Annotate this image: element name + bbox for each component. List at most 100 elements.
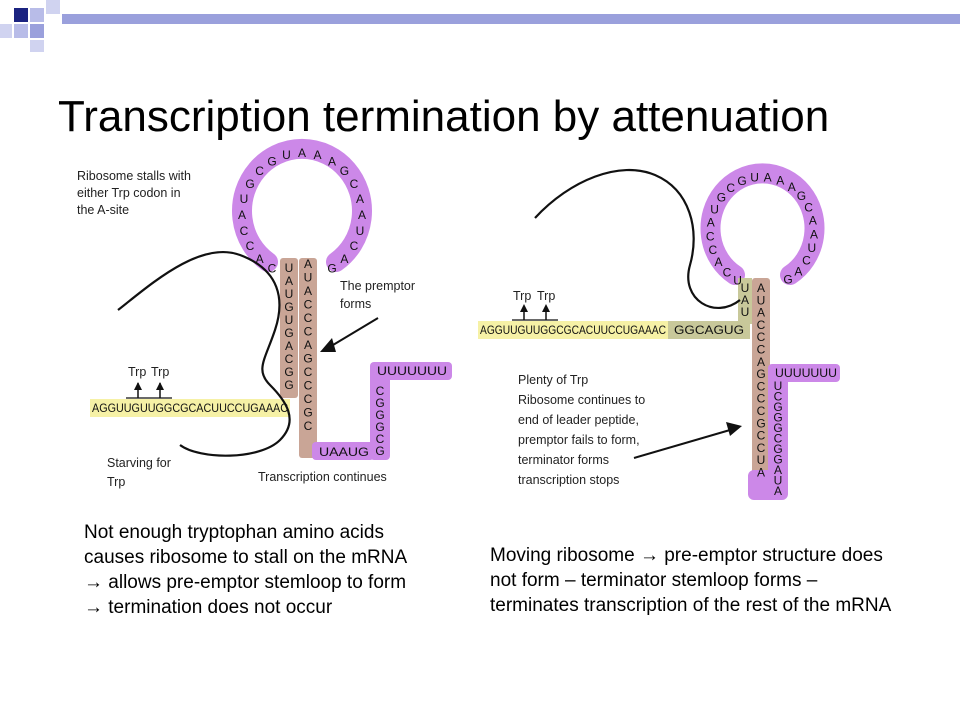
nucleotide: C <box>304 311 313 325</box>
nucleotide: A <box>794 264 802 278</box>
terminator-arrow <box>633 429 731 459</box>
nucleotide: A <box>707 216 715 230</box>
nucleotide: C <box>304 392 313 406</box>
nucleotide: A <box>304 338 312 352</box>
nucleotide: U <box>285 313 294 327</box>
right-leader-bar <box>478 321 670 339</box>
svg-text:Trp: Trp <box>513 289 531 303</box>
nucleotide: G <box>773 421 782 435</box>
left-polyu-seq: UUUUUUU <box>377 364 447 378</box>
nucleotide: U <box>240 192 249 206</box>
nucleotide: G <box>783 273 792 287</box>
nucleotide: A <box>809 214 817 228</box>
nucleotide: A <box>358 208 366 222</box>
nucleotide: C <box>757 429 766 443</box>
left-polyu-bar <box>370 362 452 380</box>
nucleotide: G <box>773 411 782 425</box>
nucleotide: C <box>350 239 359 253</box>
nucleotide: G <box>340 164 349 178</box>
label-starving: Starving for Trp <box>107 456 174 489</box>
nucleotide: C <box>376 432 385 446</box>
nucleotide: C <box>802 254 811 268</box>
nucleotide: C <box>757 441 766 455</box>
right-leader-seq: AGGUUGUUGGCGCACUUCCUGAAAC <box>480 323 666 337</box>
label-premptor: The premptor forms <box>340 279 419 311</box>
nucleotide: C <box>726 181 735 195</box>
nucleotide: G <box>773 442 782 456</box>
nucleotide: G <box>737 174 746 188</box>
svg-text:Trp: Trp <box>537 289 555 303</box>
nucleotide: C <box>757 379 766 393</box>
nucleotide: G <box>717 191 726 205</box>
right-diagram: AGGUUGUUGGCGCACUUCCUGAAAC GGCAGUG UUUUUU… <box>478 163 840 500</box>
nucleotide: C <box>774 390 783 404</box>
right-stem <box>752 278 770 488</box>
nucleotide: U <box>774 379 783 393</box>
nucleotide: A <box>757 281 765 295</box>
nucleotide: C <box>757 330 766 344</box>
nucleotide: C <box>774 432 783 446</box>
nucleotide: A <box>774 463 782 477</box>
right-polyu-seq: UUUUUUU <box>775 366 837 380</box>
right-stem-top <box>738 278 752 324</box>
nucleotide: G <box>375 444 384 458</box>
right-trp-markers: Trp Trp <box>512 289 558 321</box>
nucleotide: C <box>240 224 249 238</box>
header-decoration <box>0 0 960 60</box>
nucleotide: U <box>356 224 365 238</box>
nucleotide: A <box>256 252 264 266</box>
svg-text:Trp: Trp <box>151 365 169 379</box>
nucleotide: C <box>723 266 732 280</box>
nucleotide: G <box>375 420 384 434</box>
right-stem-top-seq: UAU <box>741 281 750 319</box>
nucleotide: U <box>741 281 750 295</box>
nucleotide: U <box>757 293 766 307</box>
nucleotide: A <box>764 170 772 184</box>
nucleotide: A <box>788 180 796 194</box>
nucleotide: U <box>304 271 313 285</box>
nucleotide: G <box>284 300 293 314</box>
nucleotide: A <box>757 466 765 480</box>
nucleotide: U <box>807 241 816 255</box>
nucleotide: G <box>773 453 782 467</box>
nucleotide: C <box>304 298 313 312</box>
left-term-column <box>370 370 390 460</box>
nucleotide: A <box>304 284 312 298</box>
nucleotide: A <box>757 355 765 369</box>
nucleotide: C <box>376 384 385 398</box>
nucleotide: A <box>313 148 321 162</box>
nucleotide: G <box>327 262 336 276</box>
nucleotide: A <box>298 146 306 160</box>
slide-title: Transcription termination by attenuation <box>58 92 830 141</box>
nucleotide: A <box>757 306 765 320</box>
label-stall: Ribosome stalls with either Trp codon in… <box>77 169 194 217</box>
nucleotide: G <box>245 177 254 191</box>
nucleotide: A <box>285 274 293 288</box>
left-trp-markers: Trp Trp <box>126 365 172 399</box>
left-tail-bottom <box>312 442 374 460</box>
nucleotide: C <box>708 243 717 257</box>
nucleotide: G <box>284 378 293 392</box>
nucleotide: A <box>285 339 293 353</box>
nucleotide: A <box>741 293 749 307</box>
nucleotide: U <box>285 261 294 275</box>
left-diagram: Ribosome stalls with either Trp codon in… <box>77 138 452 489</box>
right-polyu-bar <box>768 364 840 382</box>
label-continues: Transcription continues <box>258 470 387 484</box>
nucleotide: C <box>757 392 766 406</box>
nucleotide: C <box>757 318 766 332</box>
nucleotide: U <box>757 453 766 467</box>
nucleotide: G <box>284 326 293 340</box>
nucleotide: C <box>285 352 294 366</box>
left-mrna-curve <box>117 250 291 457</box>
nucleotide: C <box>304 379 313 393</box>
premptor-arrow <box>327 317 379 349</box>
nucleotide: A <box>356 192 364 206</box>
